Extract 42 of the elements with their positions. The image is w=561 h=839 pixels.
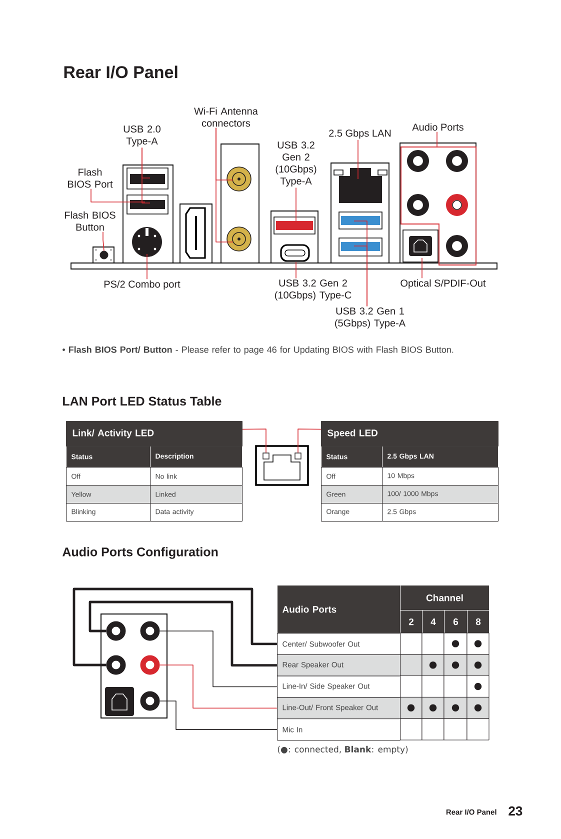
table-header: 6: [444, 610, 468, 634]
port-label: Audio Ports: [412, 123, 464, 131]
port-label: Flash BIOS Port: [68, 168, 113, 188]
table-header: 2: [400, 610, 422, 634]
port-label: USB 3.2 Gen 2 (10Gbps) Type-C: [275, 279, 352, 301]
port-label: 2.5 Gbps LAN: [329, 129, 391, 139]
table-header: 8: [467, 610, 490, 634]
port-label: USB 2.0 Type-A: [124, 125, 160, 147]
connector-line: [88, 600, 277, 667]
port-label: USB 3.2 Gen 2 (10Gbps) Type-A: [276, 141, 316, 187]
port-label: USB 3.2 Gen 1 (5Gbps) Type-A: [335, 307, 406, 329]
leader-line: [90, 188, 146, 202]
leader-line: [354, 220, 368, 307]
port-label: Flash BIOS Button: [64, 211, 116, 231]
connector-line: [298, 428, 322, 454]
audio-jack: [106, 621, 126, 641]
page-number: 23: [508, 806, 522, 816]
led-indicator: [262, 452, 270, 460]
audio-jack: [106, 655, 126, 675]
page-title: Rear I/O Panel: [64, 66, 178, 78]
note-text: • Flash BIOS Port/ Button - Please refer to page 46 for Updating BIOS with Flash BIOS Button.: [62, 346, 454, 355]
connector-line: [72, 588, 277, 666]
section-heading: LAN Port LED Status Table: [63, 396, 222, 406]
port-label: Optical S/PDIF-Out: [400, 279, 486, 289]
section-heading: Audio Ports Configuration: [62, 547, 218, 559]
connector-line: [159, 664, 278, 709]
connector-line: [159, 630, 278, 688]
audio-jack: [140, 621, 160, 641]
connector-line: [102, 231, 104, 252]
port-label: Wi-Fi Antenna connectors: [194, 107, 258, 127]
led-indicator: [294, 452, 302, 460]
leader-line: [216, 127, 234, 242]
button-dot: [100, 250, 108, 260]
port-label: PS/2 Combo port: [104, 280, 180, 290]
leader-line: [142, 147, 150, 204]
audio-jack: [140, 655, 160, 675]
leader-line: [436, 131, 438, 148]
leader-line: [146, 254, 148, 280]
connector-line: [159, 700, 278, 730]
table-header: 4: [422, 610, 444, 634]
audio-jack: [140, 691, 160, 711]
connector-line: [242, 428, 266, 454]
